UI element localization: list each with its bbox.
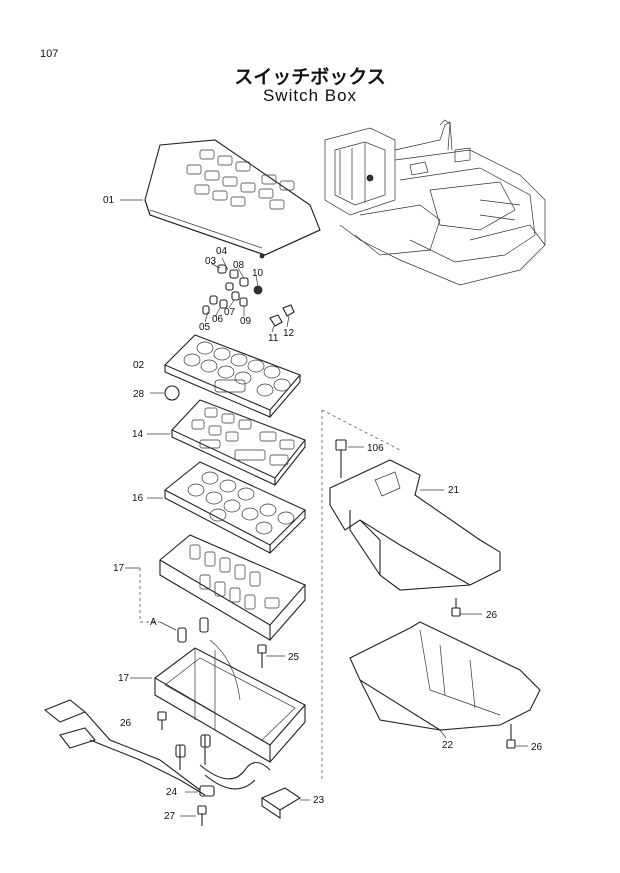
callout-27: 27 xyxy=(164,811,176,822)
page-number: 107 xyxy=(40,48,59,60)
part-25-screw xyxy=(257,644,285,668)
callout-01: 01 xyxy=(103,195,115,206)
callout-a: A xyxy=(150,617,157,628)
part-01-cover xyxy=(120,139,321,259)
part-02-rubber-pad xyxy=(150,334,301,418)
part-23-connector xyxy=(260,787,310,820)
callout-07: 07 xyxy=(224,307,236,318)
callout-28: 28 xyxy=(133,389,145,400)
part-21-bracket xyxy=(329,459,501,591)
part-26-screw-left xyxy=(157,711,167,730)
part-106-bolt xyxy=(335,439,364,478)
callout-10: 10 xyxy=(252,268,264,279)
callout-26-middle: 26 xyxy=(486,610,498,621)
part-16-switch-board xyxy=(147,461,306,554)
parts-03-10-knobs xyxy=(202,257,295,333)
callout-03: 03 xyxy=(205,256,217,267)
connector-a-group xyxy=(159,617,209,643)
callout-23: 23 xyxy=(313,795,325,806)
part-26-screw-right xyxy=(506,724,528,749)
callout-11: 11 xyxy=(268,333,279,344)
part-17-base-board xyxy=(125,534,306,641)
excavator-illustration xyxy=(324,119,546,286)
part-22-cover xyxy=(349,621,541,739)
wiring-harness xyxy=(43,699,271,797)
part-14-circuit-panel xyxy=(147,399,306,486)
callout-22: 22 xyxy=(442,740,454,751)
callout-21: 21 xyxy=(448,485,460,496)
part-26-screw-middle xyxy=(451,598,482,617)
callout-16: 16 xyxy=(132,493,144,504)
callout-26-right: 26 xyxy=(531,742,543,753)
title-japanese: スイッチボックス xyxy=(234,66,386,88)
callout-24: 24 xyxy=(166,787,178,798)
callout-labels: 01 02 03 04 05 06 07 08 09 10 11 12 14 1… xyxy=(103,195,543,822)
callout-09: 09 xyxy=(240,316,252,327)
callout-02: 02 xyxy=(133,360,145,371)
callout-25: 25 xyxy=(288,652,300,663)
callout-17-body: 17 xyxy=(118,673,130,684)
callout-12: 12 xyxy=(283,328,295,339)
callout-06: 06 xyxy=(212,314,224,325)
callout-14: 14 xyxy=(132,429,144,440)
part-27-screw xyxy=(180,805,207,826)
callout-26-left: 26 xyxy=(120,718,132,729)
callout-17: 17 xyxy=(113,563,125,574)
part-17-box-body xyxy=(130,639,306,763)
callout-106: 106 xyxy=(367,443,384,454)
callout-08: 08 xyxy=(233,260,245,271)
assembly-guide-line-2 xyxy=(321,409,401,451)
callout-05: 05 xyxy=(199,322,211,333)
callout-04: 04 xyxy=(216,246,228,257)
title-english: Switch Box xyxy=(262,86,358,105)
